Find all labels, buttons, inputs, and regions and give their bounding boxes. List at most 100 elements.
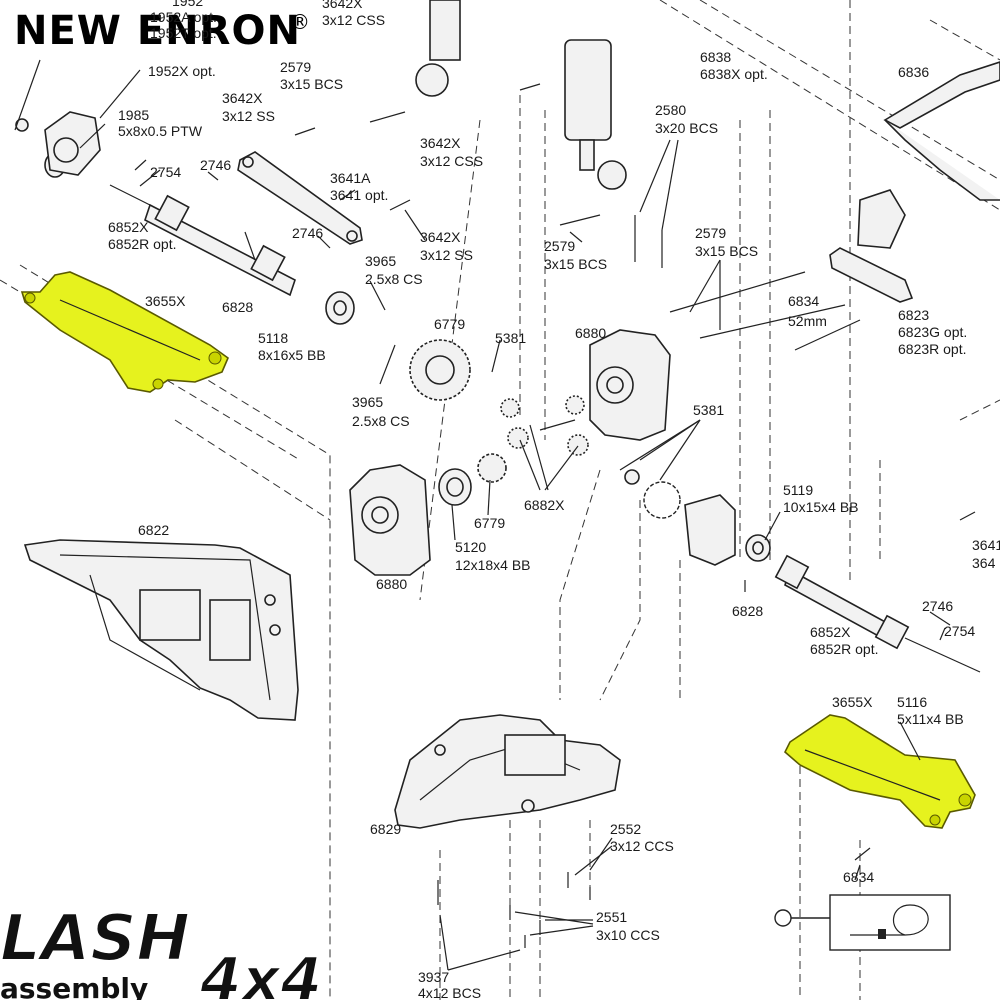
label: 3642X <box>222 90 263 106</box>
label: 3642X <box>322 0 363 11</box>
label: 5120 <box>455 539 486 555</box>
label: 2551 <box>596 909 627 925</box>
label: 1952A opt. <box>150 9 217 25</box>
label: 3x15 BCS <box>280 76 343 92</box>
registered-mark: ® <box>290 10 310 34</box>
label: 2552 <box>610 821 641 837</box>
label: 3642X <box>420 229 461 245</box>
label: 364 <box>972 555 996 571</box>
label: 3x15 BCS <box>544 256 607 272</box>
differential-housing <box>624 469 736 566</box>
pins-and-screws <box>294 83 976 948</box>
label: 3x12 CCS <box>610 838 674 854</box>
driveshaft-left-6852x <box>109 184 296 297</box>
label: 6852R opt. <box>108 236 177 252</box>
label: 6834 <box>788 293 819 309</box>
spider-gears <box>500 395 589 456</box>
hinge-block-6823 <box>829 247 914 303</box>
diff-case-upper-6880 <box>589 329 671 441</box>
label: 6852R opt. <box>810 641 879 657</box>
label: 5119 <box>783 482 813 498</box>
label: 2754 <box>150 164 181 180</box>
label: 6880 <box>575 325 606 341</box>
svg-text:assembly: assembly <box>0 972 148 1000</box>
label: 2746 <box>922 598 953 614</box>
label: 3655X <box>832 694 873 710</box>
label: 3x12 CSS <box>322 12 385 28</box>
label: 3x12 CSS <box>420 153 483 169</box>
label: 3965 <box>365 253 396 269</box>
label: 52mm <box>788 313 827 329</box>
label: 5381 <box>693 402 724 418</box>
label: 3937 <box>418 969 449 985</box>
label: 12x18x4 BB <box>455 557 531 573</box>
label: 3x12 SS <box>420 247 473 263</box>
label: 6880 <box>376 576 407 592</box>
driveshaft-right-6852x <box>774 554 981 673</box>
label: 5x8x0.5 PTW <box>118 123 203 139</box>
label: 6852X <box>810 624 851 640</box>
label: 3x20 BCS <box>655 120 718 136</box>
upper-arm-6836 <box>857 61 1000 249</box>
label: 3x15 BCS <box>695 243 758 259</box>
label: 3641 <box>972 537 1000 553</box>
leader-lines <box>14 59 951 971</box>
slash-logo: LASH 4x4 assembly <box>0 901 323 1000</box>
label: 3642X <box>420 135 461 151</box>
label: 2579 <box>695 225 726 241</box>
cable-tie-icon <box>774 894 951 951</box>
shock-assembly <box>415 0 627 190</box>
label: 2754 <box>944 623 975 639</box>
label: 5116 <box>897 694 927 710</box>
label: 6823 <box>898 307 929 323</box>
label: 2580 <box>655 102 686 118</box>
label: 8x16x5 BB <box>258 347 326 363</box>
svg-text:LASH: LASH <box>0 902 190 976</box>
svg-text:4x4: 4x4 <box>199 945 322 1000</box>
label: 3965 <box>352 394 383 410</box>
label: 6822 <box>138 522 169 538</box>
diff-case-lower-6880 <box>349 464 431 576</box>
callout-labels: 1952 1952A opt. 1952T opt. 1952X opt. 36… <box>108 0 1000 1000</box>
skid-plate-6829 <box>394 714 621 829</box>
hub-carrier-left <box>15 111 101 176</box>
label: 6852X <box>108 219 149 235</box>
label: 6823G opt. <box>898 324 967 340</box>
label: 1952 <box>172 0 203 9</box>
label: 6779 <box>474 515 505 531</box>
label: 6828 <box>222 299 253 315</box>
label: 5118 <box>258 330 288 346</box>
label: 4x12 BCS <box>418 985 481 1000</box>
label: 2.5x8 CS <box>365 271 423 287</box>
label: 2746 <box>292 225 323 241</box>
label: 6836 <box>898 64 929 80</box>
label: 3x12 SS <box>222 108 275 124</box>
bulkhead-6822 <box>23 539 299 721</box>
label: 6823R opt. <box>898 341 967 357</box>
label: 1985 <box>118 107 149 123</box>
label: 3x10 CCS <box>596 927 660 943</box>
ring-gear-6779 <box>409 339 507 483</box>
label: 10x15x4 BB <box>783 499 859 515</box>
label: 1952T opt. <box>150 25 217 41</box>
label: 6828 <box>732 603 763 619</box>
label: 2579 <box>544 238 575 254</box>
brand-logo: NEW ENRON <box>14 8 301 54</box>
label: 2579 <box>280 59 311 75</box>
camber-link-3641a <box>237 151 363 245</box>
label: 6882X <box>524 497 565 513</box>
label: 1952X opt. <box>148 63 216 79</box>
label: 2746 <box>200 157 231 173</box>
label: 3641A <box>330 170 371 186</box>
label: 6829 <box>370 821 401 837</box>
label: 6838 <box>700 49 731 65</box>
lower-arm-right <box>784 714 976 829</box>
label: 2.5x8 CS <box>352 413 410 429</box>
label: 6834 <box>843 869 874 885</box>
label: 5381 <box>495 330 526 346</box>
label: 3641 opt. <box>330 187 388 203</box>
label: 5x11x4 BB <box>897 711 964 727</box>
label: 6779 <box>434 316 465 332</box>
lower-arm-left <box>20 271 229 393</box>
